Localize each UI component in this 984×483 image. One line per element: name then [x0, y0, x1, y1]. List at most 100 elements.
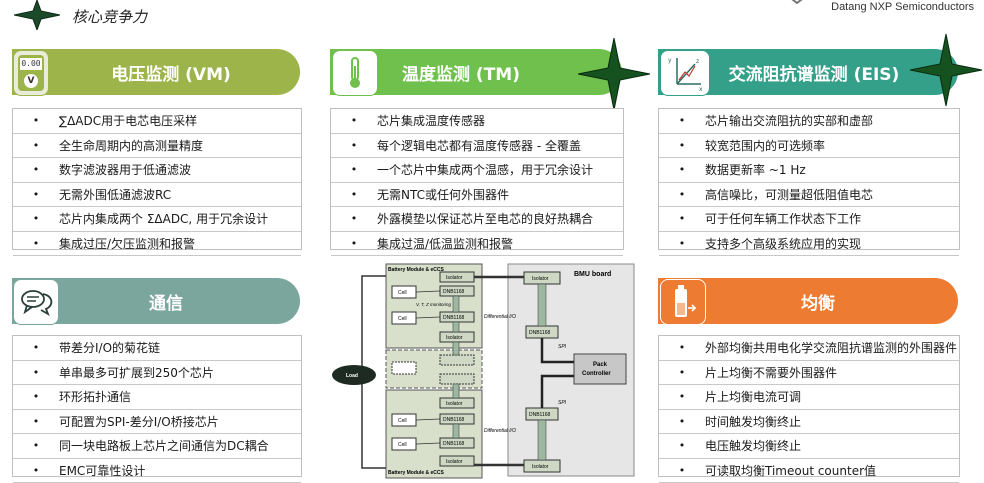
thermometer-icon	[350, 57, 360, 88]
chat-bubble-icon	[21, 290, 53, 317]
bullet-icon: •	[32, 439, 40, 453]
module-label: Battery Module & eCCS	[388, 470, 445, 476]
spi-label: SPI	[558, 400, 567, 406]
comm-header: 通信	[12, 278, 300, 324]
list-item-text: 全生命周期内的高测量精度	[59, 138, 204, 153]
bullet-icon: •	[32, 138, 40, 152]
bullet-icon: •	[32, 114, 40, 128]
bullet-icon: •	[678, 163, 686, 177]
controller-label: Controller	[582, 371, 611, 377]
list-item-text: 外露模垫以保证芯片至电芯的良好热耦合	[377, 212, 594, 227]
list-item: •无需NTC或任何外围器件	[331, 183, 623, 207]
battery-icon-box	[660, 279, 706, 325]
list-item: • 外部均衡共用电化学交流阻抗谱监测的外围器件	[659, 336, 959, 361]
dnb-label: DNB1168	[443, 289, 465, 295]
comm-feature-list: • 带差分I/O的菊花链 • 单串最多可扩展到250个芯片 • 环形拓扑通信 • 可配置为SP…	[12, 335, 302, 483]
list-item-text: 集成过温/低温监测和报警	[377, 236, 514, 251]
list-item: • ∑ΔADC用于电芯电压采样	[13, 109, 301, 134]
cell-label: Cell	[398, 418, 407, 424]
bal-title: 均衡	[801, 293, 835, 314]
tagline: 核心竞争力	[72, 8, 148, 26]
list-item: • 单串最多可扩展到250个芯片	[13, 361, 301, 385]
axis-label: y	[668, 57, 672, 64]
star-icon	[910, 34, 982, 106]
load	[332, 365, 376, 385]
list-item-text: 支持多个高级系统应用的实现	[705, 236, 862, 251]
list-item-text: 带差分I/O的菊花链	[59, 341, 161, 356]
spi-label: SPI	[558, 344, 567, 350]
list-item-text: EMC可靠性设计	[59, 463, 146, 478]
list-item: •芯片输出交流阻抗的实部和虚部	[659, 109, 959, 134]
list-item: • 同一块电路板上芯片之间通信为DC耦合	[13, 434, 301, 459]
eis-axes-icon-box: y x z	[660, 50, 710, 96]
bullet-icon: •	[350, 163, 358, 177]
dnb-label: DNB1168	[529, 412, 551, 418]
pack-controller	[573, 353, 627, 385]
list-item: •外露模垫以保证芯片至电芯的良好热耦合	[331, 207, 623, 232]
list-item-text: 无需NTC或任何外围器件	[377, 187, 509, 202]
eis-feature-list: •芯片输出交流阻抗的实部和虚部•较宽范围内的可选频率•数据更新率 ~1 Hz•高…	[658, 108, 960, 256]
list-item: • 数字滤波器用于低通滤波	[13, 158, 301, 183]
list-item: • 集成过温/低温监测和报警	[331, 232, 623, 256]
bullet-icon: •	[678, 114, 686, 128]
list-item: • 一个芯片中集成两个温感，用于冗余设计	[331, 158, 623, 183]
list-item-text: 芯片内集成两个 ΣΔADC, 用于冗余设计	[59, 212, 269, 227]
bullet-icon: •	[32, 212, 40, 226]
list-item-text: 环形拓扑通信	[59, 390, 132, 405]
comm-title: 通信	[149, 293, 183, 314]
tm-title: 温度监测 (TM)	[402, 64, 520, 85]
brand-logo-icon	[791, 0, 803, 4]
list-item: •较宽范围内的可选频率	[659, 134, 959, 158]
bullet-icon: •	[678, 365, 686, 379]
list-item-text: 数字滤波器用于低通滤波	[59, 163, 192, 178]
vm-feature-list: •∑ΔADC用于电芯电压采样•全生命周期内的高测量精度•数字滤波器用于低通滤波•…	[12, 108, 302, 256]
dnb-label: DNB1168	[529, 330, 551, 336]
isolator-label: Isolator	[446, 275, 463, 281]
list-item-text: ∑ΔADC用于电芯电压采样	[59, 114, 198, 129]
bullet-icon: •	[32, 365, 40, 379]
bullet-icon: •	[32, 390, 40, 404]
bullet-icon: •	[350, 138, 358, 152]
list-item-text: 单串最多可扩展到250个芯片	[59, 365, 214, 380]
bullet-icon: •	[678, 414, 686, 428]
list-item-text: 同一块电路板上芯片之间通信为DC耦合	[59, 439, 269, 454]
cell-label: Cell	[398, 290, 407, 296]
load-label: Load	[346, 373, 358, 379]
list-item-text: 每个逻辑电芯都有温度传感器 - 全覆盖	[377, 138, 581, 153]
list-item-text: 片上均衡电流可调	[705, 390, 802, 405]
bmu-board-label: BMU board	[574, 271, 611, 278]
isolator-label: Isolator	[532, 464, 549, 470]
bullet-icon: •	[32, 341, 40, 355]
bullet-icon: •	[678, 341, 686, 355]
list-item: •时间触发均衡终止	[659, 410, 959, 434]
axis-label: x	[699, 86, 703, 92]
bullet-icon: •	[32, 163, 40, 177]
pack-label: Pack	[593, 362, 608, 368]
brand-name: Datang NXP Semiconductors	[831, 1, 974, 13]
eis-title: 交流阻抗谱监测 (EIS)	[728, 64, 900, 85]
bullet-icon: •	[678, 463, 686, 477]
tm-header: 温度监测 (TM)	[330, 49, 622, 95]
list-item: • 支持多个高级系统应用的实现	[659, 232, 959, 256]
list-item-text: 高信噪比，可测量超低阻值电芯	[705, 187, 874, 202]
module-label: Battery Module & eCCS	[388, 267, 445, 273]
isolator	[439, 455, 475, 467]
bullet-icon: •	[678, 236, 686, 250]
bullet-icon: •	[350, 236, 358, 250]
battery-balance-icon	[675, 285, 696, 317]
dnb-label: DNB1168	[443, 315, 465, 321]
list-item: •电压触发均衡终止	[659, 434, 959, 459]
axis-label: z	[696, 58, 699, 65]
list-item-text: 可配置为SPI-差分I/O桥接芯片	[59, 414, 219, 429]
cell	[391, 361, 417, 375]
list-item-text: 可读取均衡Timeout counter值	[705, 463, 877, 478]
bullet-icon: •	[32, 414, 40, 428]
isolator-label: Isolator	[446, 401, 463, 407]
vm-title: 电压监测 (VM)	[111, 64, 231, 85]
list-item: •高信噪比，可测量超低阻值电芯	[659, 183, 959, 207]
list-item-text: 无需外围低通滤波RC	[59, 187, 172, 202]
bullet-icon: •	[32, 463, 40, 477]
list-item-text: 一个芯片中集成两个温感，用于冗余设计	[377, 163, 594, 178]
list-item-text: 外部均衡共用电化学交流阻抗谱监测的外围器件	[705, 341, 958, 356]
list-item-text: 片上均衡不需要外围器件	[705, 365, 838, 380]
